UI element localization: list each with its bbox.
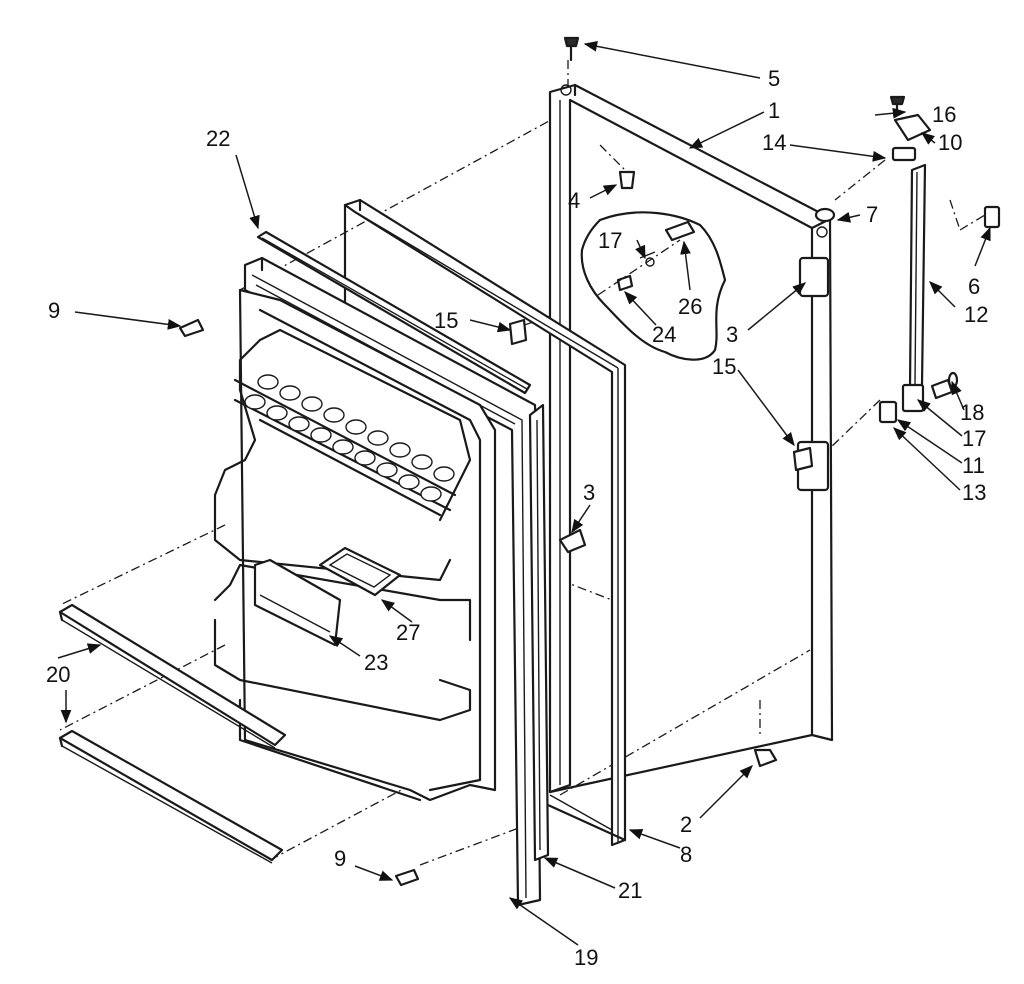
callout-24: 24 bbox=[652, 322, 676, 347]
callout-6: 6 bbox=[968, 274, 980, 299]
callout-2: 2 bbox=[680, 812, 692, 837]
side-strip bbox=[528, 403, 550, 862]
callout-14: 14 bbox=[762, 130, 786, 155]
callout-21: 21 bbox=[618, 878, 642, 903]
callout-26: 26 bbox=[678, 294, 702, 319]
callout-15-right: 15 bbox=[712, 354, 736, 379]
callout-17-inset: 17 bbox=[598, 228, 622, 253]
door-shelf-upper bbox=[58, 603, 287, 749]
callout-15-left: 15 bbox=[434, 308, 458, 333]
callout-27: 27 bbox=[396, 620, 420, 645]
egg-cups bbox=[244, 374, 455, 502]
hinge-bar bbox=[878, 113, 932, 424]
callout-4: 4 bbox=[568, 188, 580, 213]
callout-12: 12 bbox=[964, 302, 988, 327]
callout-11: 11 bbox=[962, 453, 985, 478]
callout-1: 1 bbox=[768, 98, 780, 123]
gasket-frame bbox=[343, 198, 627, 847]
callout-9-upper: 9 bbox=[48, 298, 60, 323]
callout-13: 13 bbox=[962, 480, 986, 505]
callout-22: 22 bbox=[206, 126, 230, 151]
door-shelf-lower bbox=[58, 729, 284, 864]
callout-3-upper: 3 bbox=[726, 322, 738, 347]
callout-labels: 5 1 14 16 10 4 7 6 12 3 15 15 22 9 3 18 … bbox=[46, 66, 988, 970]
callout-16: 16 bbox=[932, 102, 956, 127]
callout-5: 5 bbox=[768, 66, 780, 91]
callout-23: 23 bbox=[364, 650, 388, 675]
callout-20: 20 bbox=[46, 662, 70, 687]
callout-3-lower: 3 bbox=[583, 480, 595, 505]
callout-7: 7 bbox=[866, 202, 878, 227]
callout-10: 10 bbox=[938, 130, 962, 155]
callout-19: 19 bbox=[574, 945, 598, 970]
callout-18: 18 bbox=[960, 400, 984, 425]
leader-arrows bbox=[57, 41, 991, 946]
callout-8: 8 bbox=[680, 842, 692, 867]
butter-compartment bbox=[253, 546, 402, 647]
callout-9-lower: 9 bbox=[334, 846, 346, 871]
callout-17-right: 17 bbox=[962, 426, 986, 451]
top-trim bbox=[256, 230, 532, 395]
